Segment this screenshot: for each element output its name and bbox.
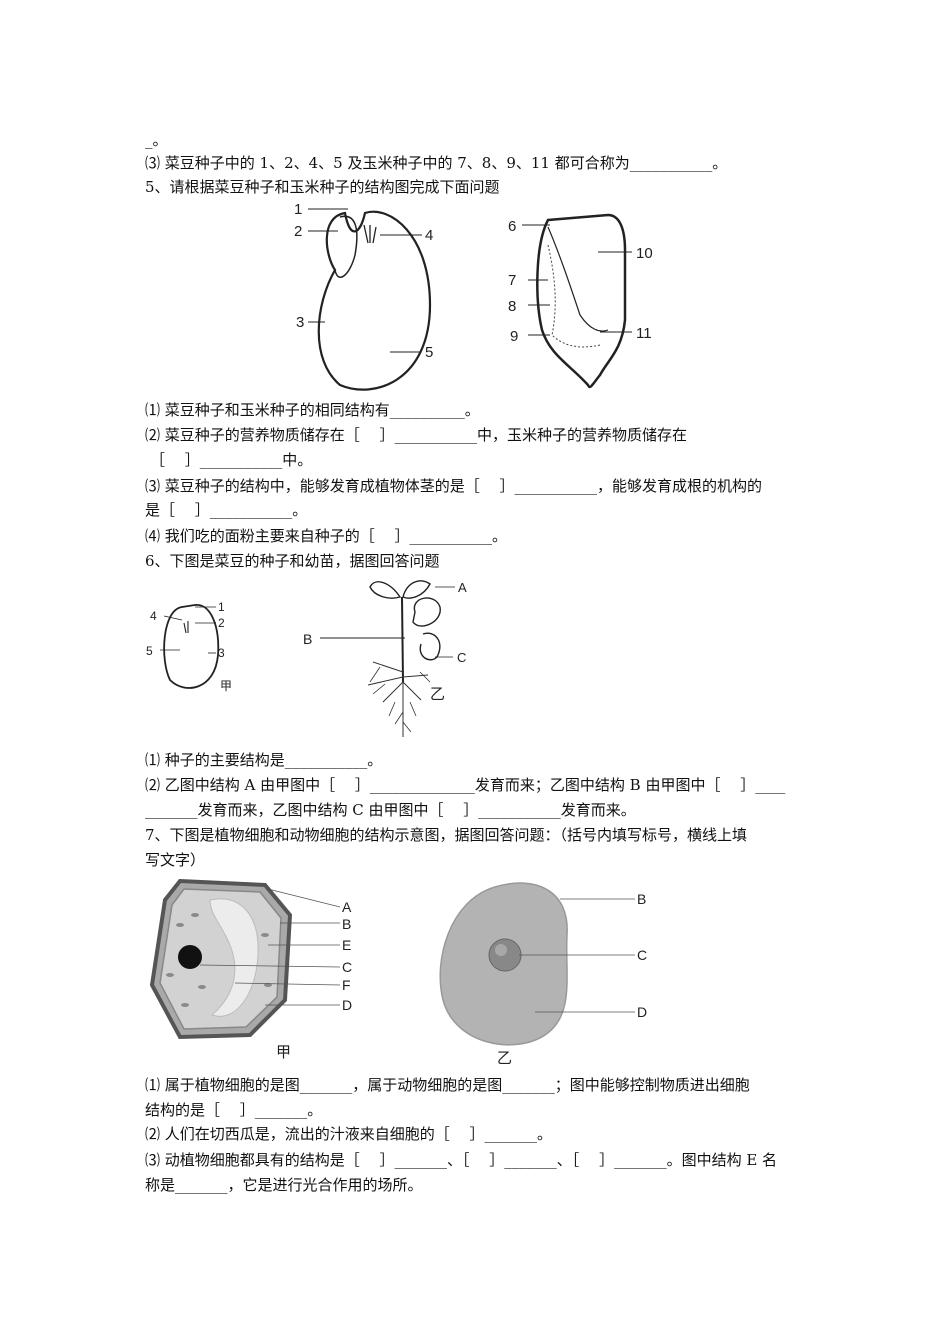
bean-label-1: 1 <box>294 201 302 218</box>
plant-label-b: B <box>342 916 351 932</box>
corn-label-9: 9 <box>510 328 518 345</box>
question-6-2: ⑵ 乙图中结构 A 由甲图中［ ］______________发育而来；乙图中结… <box>145 776 786 794</box>
nucleus-plant <box>178 945 202 969</box>
corn-seed-outline <box>536 213 627 389</box>
question-5-3-cont: 是［ ］___________。 <box>145 501 308 519</box>
jia-label-5: 5 <box>146 644 153 658</box>
question-7-1-cont: 结构的是［ ］_______。 <box>145 1101 323 1119</box>
seedling-label-b: B <box>303 631 312 647</box>
question-5-2-cont: ［ ］___________中。 <box>150 451 313 469</box>
corn-label-10: 10 <box>636 245 653 262</box>
question-6-1: ⑴ 种子的主要结构是___________。 <box>145 751 383 769</box>
bean-seed-figure: 1 2 3 4 5 <box>294 201 433 391</box>
seed-jia-figure: 1 2 3 4 5 甲 <box>146 600 232 693</box>
question-7-title-cont: 写文字） <box>145 851 206 869</box>
question-line: ⑶ 菜豆种子中的 1、2、4、5 及玉米种子中的 7、8、9、11 都可合称为_… <box>145 154 728 172</box>
animal-label-d: D <box>637 1004 647 1020</box>
plant-label-d: D <box>342 997 352 1013</box>
question-5-2: ⑵ 菜豆种子的营养物质储存在［ ］___________中，玉米种子的营养物质储… <box>145 426 688 444</box>
animal-label-c: C <box>637 947 647 963</box>
bean-label-3: 3 <box>296 314 304 331</box>
corn-label-7: 7 <box>508 272 516 289</box>
question-7-3-cont: 称是_______，它是进行光合作用的场所。 <box>145 1176 423 1194</box>
animal-cell-caption: 乙 <box>497 1050 512 1067</box>
corn-label-6: 6 <box>508 218 516 235</box>
corn-label-11: 11 <box>636 325 652 342</box>
answer-tail: _。 <box>145 131 168 149</box>
plant-label-f: F <box>342 977 351 993</box>
nucleus-animal <box>488 938 522 972</box>
seedling-label-a: A <box>458 580 467 595</box>
plant-cell-figure: A B E C F D 甲 <box>149 878 352 1061</box>
question-5-4: ⑷ 我们吃的面粉主要来自种子的［ ］___________。 <box>145 527 508 545</box>
question-7-1: ⑴ 属于植物细胞的是图_______，属于动物细胞的是图_______；图中能够… <box>145 1076 750 1094</box>
question-7-title: 7、下图是植物细胞和动物细胞的结构示意图，据图回答问题：（括号内填写标号，横线上… <box>145 826 748 844</box>
jia-label-3: 3 <box>218 646 225 660</box>
plant-label-c: C <box>342 959 352 975</box>
animal-cell-figure: B C D 乙 <box>439 882 647 1067</box>
question-7-3: ⑶ 动植物细胞都具有的结构是［ ］_______、［ ］_______、［ ］_… <box>145 1151 778 1169</box>
jia-label-2: 2 <box>218 616 225 630</box>
jia-label-4: 4 <box>150 609 157 623</box>
plant-cell-caption: 甲 <box>276 1044 291 1061</box>
question-5-1: ⑴ 菜豆种子和玉米种子的相同结构有__________。 <box>145 401 480 419</box>
seedling-yi-figure: A B C 乙 <box>303 580 467 737</box>
seedling-caption: 乙 <box>430 686 445 703</box>
question-5-title: 5、请根据菜豆种子和玉米种子的结构图完成下面问题 <box>145 178 500 196</box>
bean-label-4: 4 <box>425 227 433 244</box>
question-5-3: ⑶ 菜豆种子的结构中，能够发育成植物体茎的是［ ］___________，能够发… <box>145 477 763 495</box>
seedling-label-c: C <box>457 650 466 665</box>
question-6-2-cont: _______发育而来，乙图中结构 C 由甲图中［ ］___________发育… <box>145 801 636 819</box>
jia-caption: 甲 <box>220 679 232 693</box>
bean-seed-outline <box>317 210 432 391</box>
bean-label-5: 5 <box>425 344 433 361</box>
question-7-2: ⑵ 人们在切西瓜是，流出的汁液来自细胞的［ ］_______。 <box>145 1125 553 1143</box>
jia-label-1: 1 <box>218 600 225 614</box>
corn-label-8: 8 <box>508 298 516 315</box>
corn-seed-figure: 6 7 8 9 10 11 <box>508 213 653 389</box>
bean-label-2: 2 <box>294 223 302 240</box>
animal-label-b: B <box>637 891 646 907</box>
plant-label-a: A <box>342 899 352 915</box>
question-6-title: 6、下图是菜豆的种子和幼苗，据图回答问题 <box>145 552 440 570</box>
plant-label-e: E <box>342 937 351 953</box>
